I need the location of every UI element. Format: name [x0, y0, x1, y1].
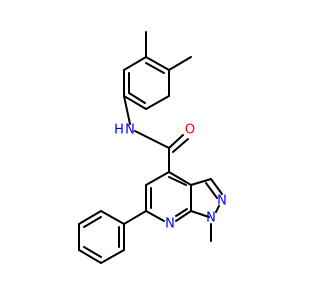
bond-ar1-d [123, 95, 147, 110]
atom-o-carbonyl: O [185, 123, 195, 138]
bond-ph-a [100, 210, 125, 225]
bond-n-carbonyl [134, 130, 170, 149]
bond-ph-inner-1 [83, 216, 102, 228]
bonds [78, 31, 223, 264]
bond-ph-inner-2 [83, 246, 102, 258]
atom-h-symbol: H [114, 123, 124, 138]
atom-labels: N H O N N N [114, 123, 227, 232]
molecule-diagram: N H O N N N [78, 31, 227, 264]
bond-py-inner-2 [168, 176, 187, 186]
bond-pz-c3a-c3 [190, 178, 212, 186]
bond-ph-e [100, 249, 125, 264]
bond-pz-n1-c7a [190, 210, 210, 218]
bond-ph-b [78, 210, 102, 225]
atom-n-pyridine: N [165, 217, 175, 232]
bond-py-n-c7a [175, 210, 192, 222]
bond-ar1-a [145, 56, 170, 71]
bond-pz-c3-n2-1 [210, 178, 223, 195]
atom-n-pyrazole-1: N [206, 211, 216, 226]
bond-py-c4-c5 [145, 171, 170, 186]
atom-amide-nh: N H [114, 123, 135, 138]
bond-ar1-inner-2 [128, 92, 146, 104]
bond-py-c3a-c4 [168, 171, 192, 186]
bond-ar1-f [123, 56, 147, 71]
bond-ar1-inner-1 [145, 62, 165, 74]
bond-ar1-c [145, 95, 170, 110]
atom-n-pyrazole-2: N [217, 194, 227, 209]
bond-co-2 [172, 138, 189, 153]
bond-pz-c3-n2-2 [205, 182, 218, 199]
bond-py-inner-3 [175, 208, 188, 217]
bond-methyl-right [168, 56, 192, 71]
bond-pz-n2-n1 [215, 205, 220, 213]
bond-aryl-n [123, 95, 131, 125]
bond-co-1 [168, 134, 184, 149]
bond-py-c6-n [145, 210, 165, 222]
bond-c6-phenyl [123, 210, 147, 225]
bond-ph-d [78, 249, 102, 264]
atom-n-symbol: N [125, 123, 135, 138]
